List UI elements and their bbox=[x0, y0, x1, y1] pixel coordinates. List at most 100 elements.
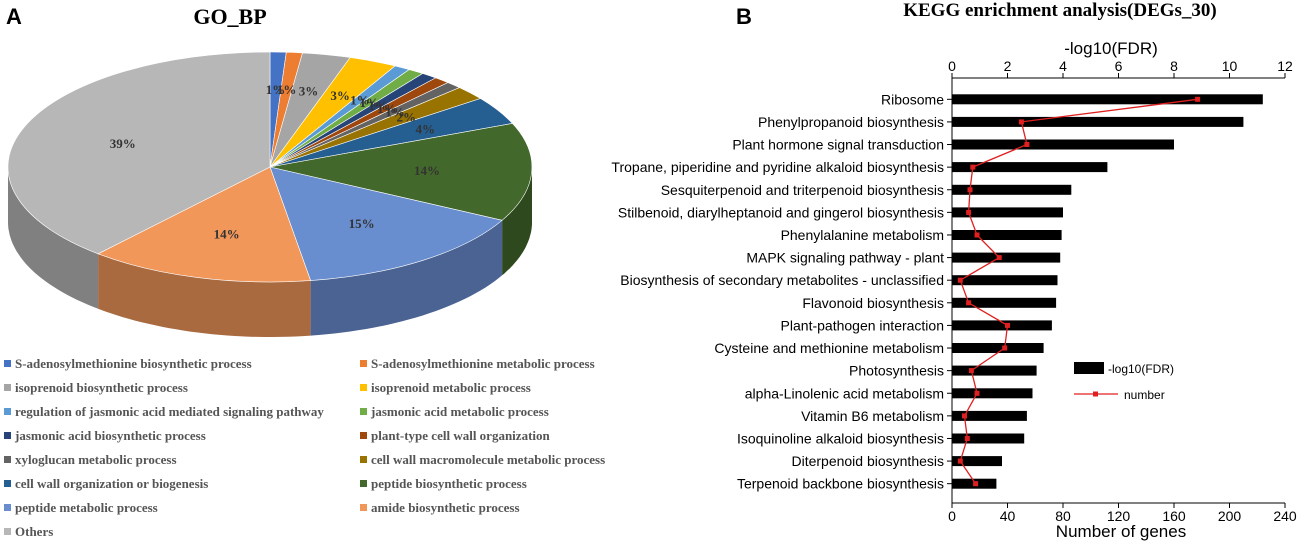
legend-swatch-4 bbox=[4, 408, 11, 415]
bar-9 bbox=[952, 297, 1057, 308]
pie-slice-14 bbox=[7, 51, 271, 255]
pie-chart: 1%1%3%3%1%1%1%1%1%2%4%14%15%14%39% bbox=[7, 51, 533, 337]
category-label-15: Isoquinoline alkaloid biosynthesis bbox=[737, 430, 944, 446]
legend-swatch-9 bbox=[360, 456, 367, 463]
pie-side-13 bbox=[98, 253, 311, 337]
pie-slice-11 bbox=[269, 123, 533, 221]
bar-6 bbox=[952, 230, 1062, 240]
legend-swatch-12 bbox=[4, 504, 11, 511]
pie-label-10: 4% bbox=[415, 122, 435, 137]
legend-swatch-0 bbox=[4, 360, 11, 367]
bottom-tick-label-4: 160 bbox=[1162, 508, 1186, 524]
number-line bbox=[959, 98, 1198, 485]
number-point-16 bbox=[957, 458, 963, 464]
number-point-15 bbox=[964, 436, 970, 441]
number-point-3 bbox=[970, 164, 976, 170]
category-label-5: Stilbenoid, diarylheptanoid and gingerol… bbox=[618, 204, 944, 220]
legend-line-label: number bbox=[1124, 388, 1165, 402]
legend-swatch-8 bbox=[4, 456, 11, 463]
legend-bar-label: -log10(FDR) bbox=[1108, 362, 1174, 376]
pie-label-4: 1% bbox=[350, 93, 370, 108]
legend-label-9: cell wall macromolecule metabolic proces… bbox=[371, 452, 605, 467]
number-point-10 bbox=[1005, 322, 1010, 328]
bar-1 bbox=[952, 116, 1244, 127]
legend-swatch-10 bbox=[4, 480, 11, 487]
legend-label-8: xyloglucan metabolic process bbox=[15, 452, 177, 467]
legend-swatch-6 bbox=[4, 432, 11, 439]
legend-label-6: jasmonic acid biosynthetic process bbox=[14, 428, 206, 443]
legend-swatch-3 bbox=[360, 384, 367, 391]
legend-label-10: cell wall organization or biogenesis bbox=[15, 476, 208, 491]
bar-2 bbox=[952, 139, 1174, 150]
category-label-12: Photosynthesis bbox=[849, 363, 944, 379]
pie-label-9: 2% bbox=[397, 110, 417, 125]
pie-label-2: 3% bbox=[299, 84, 319, 99]
number-point-2 bbox=[1024, 142, 1030, 147]
bar-8 bbox=[952, 275, 1058, 286]
category-label-0: Ribosome bbox=[881, 91, 944, 107]
top-tick-label-2: 4 bbox=[1059, 58, 1067, 74]
top-tick-label-3: 6 bbox=[1115, 58, 1123, 74]
number-point-0 bbox=[1195, 96, 1201, 102]
bar-12 bbox=[952, 365, 1037, 376]
legend-swatch-14 bbox=[4, 528, 11, 535]
pie-label-5: 1% bbox=[360, 95, 380, 110]
legend-line-marker bbox=[1093, 391, 1098, 397]
bottom-tick-label-1: 40 bbox=[1000, 508, 1016, 524]
top-tick-label-6: 12 bbox=[1277, 58, 1293, 74]
bar-0 bbox=[952, 94, 1263, 105]
bar-chart-title: KEGG enrichment analysis(DEGs_30) bbox=[903, 0, 1217, 21]
pie-slice-13 bbox=[97, 166, 312, 283]
category-label-1: Phenylpropanoid biosynthesis bbox=[758, 114, 944, 130]
number-point-8 bbox=[957, 277, 963, 283]
pie-side-11 bbox=[502, 167, 532, 276]
legend-label-7: plant-type cell wall organization bbox=[371, 428, 551, 443]
category-label-14: Vitamin B6 metabolism bbox=[801, 408, 944, 424]
category-label-11: Cysteine and methionine metabolism bbox=[714, 340, 944, 356]
bottom-tick-label-0: 0 bbox=[948, 508, 956, 524]
category-label-4: Sesquiterpenoid and triterpenoid biosynt… bbox=[661, 182, 944, 198]
top-tick-label-5: 10 bbox=[1222, 58, 1238, 74]
pie-label-8: 1% bbox=[385, 104, 405, 119]
pie-label-7: 1% bbox=[377, 101, 397, 116]
number-point-13 bbox=[974, 390, 980, 396]
legend-swatch-7 bbox=[360, 432, 367, 439]
legend-label-13: amide biosynthetic process bbox=[371, 500, 520, 515]
number-point-6 bbox=[974, 232, 980, 238]
legend-label-4: regulation of jasmonic acid mediated sig… bbox=[15, 404, 324, 419]
pie-label-12: 15% bbox=[349, 216, 375, 231]
pie-title: GO_BP bbox=[193, 4, 266, 29]
pie-side-12 bbox=[310, 220, 503, 336]
legend-label-2: isoprenoid biosynthetic process bbox=[15, 380, 188, 395]
category-label-8: Biosynthesis of secondary metabolites - … bbox=[620, 272, 944, 288]
number-point-9 bbox=[966, 300, 972, 306]
legend-label-5: jasmonic acid metabolic process bbox=[370, 404, 549, 419]
pie-label-1: 1% bbox=[277, 82, 297, 97]
pie-label-0: 1% bbox=[266, 82, 286, 97]
bar-13 bbox=[952, 388, 1033, 399]
bar-3 bbox=[952, 162, 1108, 173]
legend-label-1: S-adenosylmethionine metabolic process bbox=[371, 356, 595, 371]
number-point-7 bbox=[996, 255, 1002, 261]
category-label-7: MAPK signaling pathway - plant bbox=[746, 250, 944, 266]
bar-14 bbox=[952, 410, 1027, 421]
top-tick-label-4: 8 bbox=[1170, 58, 1178, 74]
legend-label-14: Others bbox=[15, 524, 53, 539]
bottom-tick-label-3: 120 bbox=[1107, 508, 1131, 524]
number-point-17 bbox=[973, 481, 979, 487]
category-label-3: Tropane, piperidine and pyridine alkaloi… bbox=[611, 159, 944, 175]
bottom-axis-label: Number of genes bbox=[1056, 522, 1186, 541]
category-label-10: Plant-pathogen interaction bbox=[781, 317, 944, 333]
legend-swatch-11 bbox=[360, 480, 367, 487]
legend-swatch-13 bbox=[360, 504, 367, 511]
number-point-14 bbox=[962, 413, 967, 419]
panel-a-letter: A bbox=[6, 4, 22, 29]
number-point-4 bbox=[967, 187, 973, 193]
top-axis-label: -log10(FDR) bbox=[1064, 39, 1158, 58]
bottom-tick-label-2: 80 bbox=[1055, 508, 1071, 524]
pie-label-13: 14% bbox=[214, 226, 240, 241]
legend-swatch-5 bbox=[360, 408, 367, 415]
number-point-11 bbox=[1002, 345, 1008, 351]
